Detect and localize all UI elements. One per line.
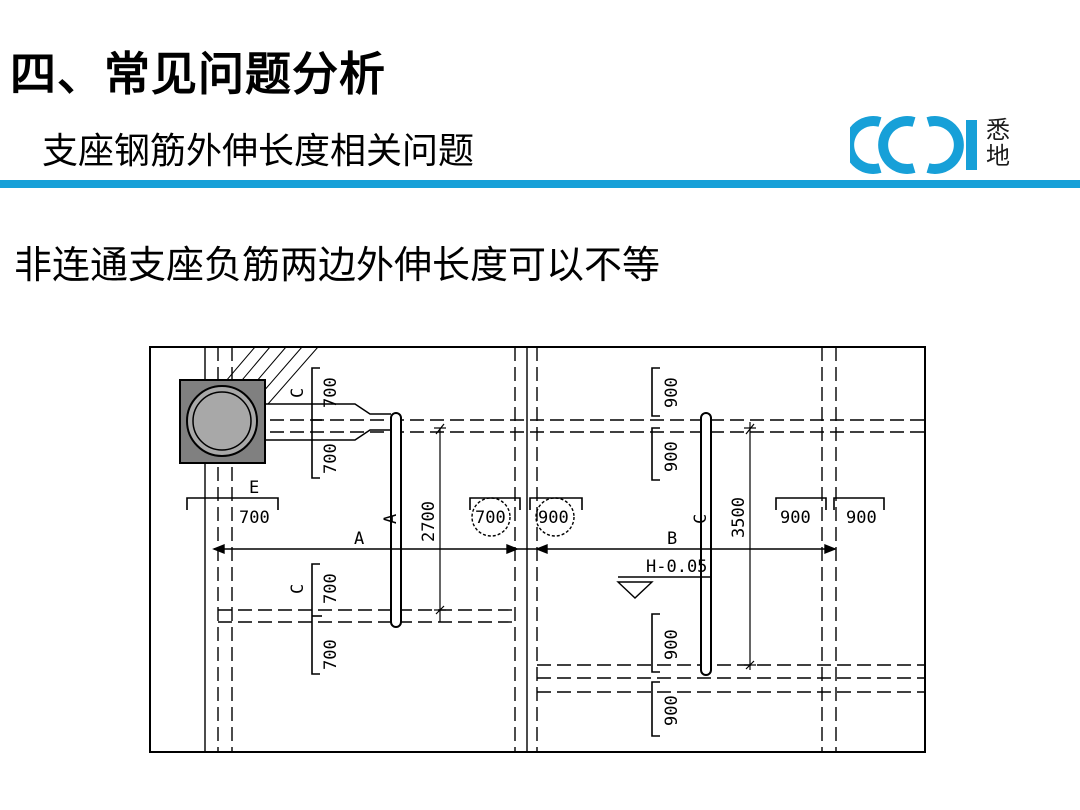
dim-right-2: 900 (846, 508, 877, 528)
dim-height-a: 2700 (419, 501, 439, 542)
bent-bar-bottom (265, 429, 391, 441)
bracket-bottom-v2 (651, 681, 660, 737)
label-c-bottom: C (288, 584, 308, 594)
bracket-bottom-v1 (651, 613, 660, 673)
bracket-top-v2 (651, 427, 660, 481)
logo-c-left (850, 116, 882, 174)
bracket-e (186, 497, 279, 510)
dim-left-bottom-2: 700 (321, 639, 341, 670)
dim-left-top-1: 700 (321, 377, 341, 408)
dim-top-v1: 900 (662, 377, 682, 408)
logo-bar (966, 120, 977, 170)
dim-left-bottom-1: 700 (321, 573, 341, 604)
dim-bottom-v2: 900 (662, 695, 682, 726)
rebar-a (390, 412, 402, 628)
dim-top-v2: 900 (662, 441, 682, 472)
span-dimension-line (212, 543, 837, 555)
label-elevation: H-0.05 (646, 557, 707, 577)
bracket-right-1 (775, 497, 827, 510)
bracket-top-v1 (651, 367, 660, 417)
pile-circle-inner (192, 391, 252, 451)
dim-left-top-2: 700 (321, 443, 341, 474)
dim-bottom-v1: 900 (662, 629, 682, 660)
pile-circle-outer (186, 385, 258, 457)
dim-left-mid: 700 (239, 508, 270, 528)
bent-bar-top (265, 403, 391, 415)
dim-height-c: 3500 (729, 497, 749, 538)
logo-text-line2: 地 (986, 142, 1010, 170)
bracket-left-bottom (311, 563, 322, 675)
slide-subtitle: 支座钢筋外伸长度相关问题 (42, 131, 475, 172)
label-c-top: C (288, 388, 308, 398)
label-a-vertical: A (381, 514, 401, 524)
logo-c-right (926, 116, 964, 174)
bracket-left-top (311, 367, 322, 479)
label-a-span: A (354, 529, 364, 549)
label-c-vertical: C (691, 514, 711, 524)
dim-circled-right: 900 (538, 508, 569, 528)
logo-text-line1: 悉 (986, 116, 1010, 144)
dim-2700-line (434, 423, 446, 622)
header-rule (0, 180, 1080, 188)
rebar-plan-drawing: E A B H-0.05 700 700 900 900 900 C 700 7… (149, 346, 926, 753)
statement: 非连通支座负筋两边外伸长度可以不等 (14, 243, 661, 287)
label-e: E (249, 478, 259, 498)
dim-circled-left: 700 (475, 508, 506, 528)
revision-cloud-right (535, 497, 575, 537)
company-logo (850, 116, 977, 174)
rebar-c (700, 412, 712, 676)
logo-c-mid (878, 116, 916, 174)
dim-right-1: 900 (780, 508, 811, 528)
label-b: B (667, 529, 677, 549)
elevation-marker (616, 576, 710, 599)
bracket-right-2 (833, 497, 885, 510)
dim-3500-line (744, 422, 756, 670)
revision-cloud-left (471, 497, 511, 537)
slide-title: 四、常见问题分析 (10, 47, 386, 101)
